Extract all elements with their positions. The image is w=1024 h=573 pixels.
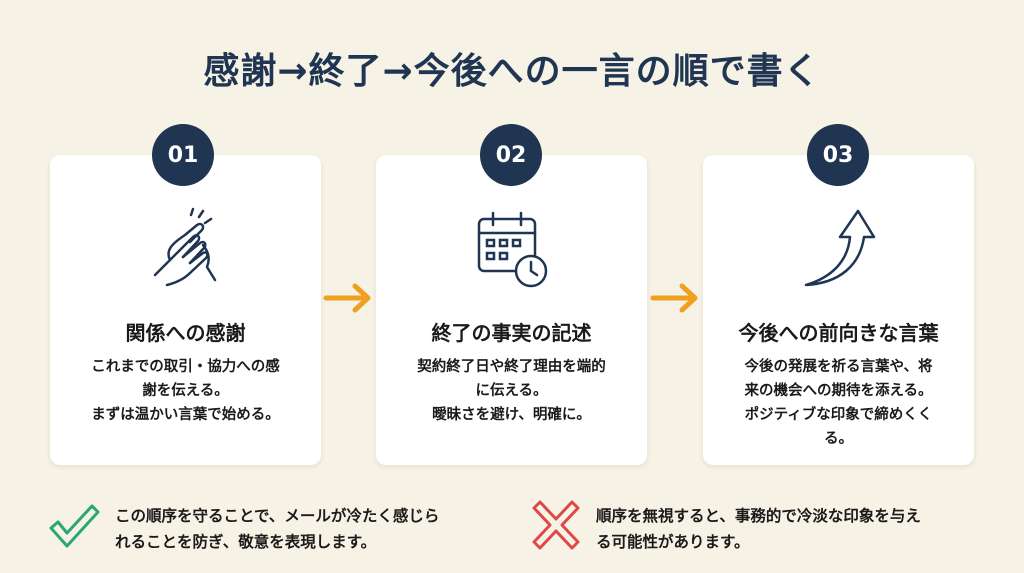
description-line: 契約終了日や終了理由を端的: [417, 359, 606, 375]
step-heading: 今後への前向きな言葉: [738, 321, 939, 345]
note-line: る可能性があります。: [596, 533, 750, 551]
step-number-badge: 01: [152, 124, 214, 186]
calendar-clock-icon: [477, 211, 548, 288]
page-title: 感謝→終了→今後への一言の順で書く: [203, 51, 821, 92]
step-heading: 関係への感謝: [125, 321, 246, 345]
description-line: 曖昧さを避け、明確に。: [432, 407, 591, 423]
step-description: 今後の発展を祈る言葉や、将 来の機会への期待を添える。 ポジティブな印象で締めく…: [713, 355, 964, 451]
description-line: 今後の発展を祈る言葉や、将: [744, 359, 933, 375]
arrow-right-icon: [323, 283, 371, 313]
step-heading: 終了の事実の記述: [431, 321, 592, 345]
description-line: これまでの取引・協力への感: [91, 359, 280, 375]
bad-practice-note: 順序を無視すると、事務的で冷淡な印象を与え る可能性があります。: [596, 503, 921, 555]
note-line: れることを防ぎ、敬意を表現します。: [115, 533, 377, 551]
check-icon: [49, 504, 100, 548]
note-line: この順序を守ることで、メールが冷たく感じら: [115, 507, 440, 525]
step-card-termination-fact: 終了の事実の記述 契約終了日や終了理由を端的 に伝える。 曖昧さを避け、明確に。: [376, 155, 647, 465]
cross-icon: [532, 500, 580, 550]
upward-arrow-icon: [804, 209, 876, 287]
step-description: 契約終了日や終了理由を端的 に伝える。 曖昧さを避け、明確に。: [386, 355, 637, 427]
good-practice-note: この順序を守ることで、メールが冷たく感じら れることを防ぎ、敬意を表現します。: [115, 503, 439, 555]
description-line: 来の機会への期待を添える。: [744, 383, 933, 399]
description-line: 謝を伝える。: [142, 383, 229, 399]
step-card-gratitude: 関係への感謝 これまでの取引・協力への感 謝を伝える。 まずは温かい言葉で始める…: [50, 155, 321, 465]
step-number-badge: 03: [807, 124, 869, 186]
step-description: これまでの取引・協力への感 謝を伝える。 まずは温かい言葉で始める。: [60, 355, 311, 427]
step-card-future-words: 今後への前向きな言葉 今後の発展を祈る言葉や、将 来の機会への期待を添える。 ポ…: [703, 155, 974, 465]
description-line: る。: [824, 431, 853, 447]
clapping-hands-icon: [153, 207, 217, 287]
note-line: 順序を無視すると、事務的で冷淡な印象を与え: [596, 507, 921, 525]
step-number-badge: 02: [480, 124, 542, 186]
arrow-right-icon: [650, 283, 698, 313]
description-line: ポジティブな印象で締めくく: [744, 407, 933, 423]
description-line: に伝える。: [475, 383, 548, 399]
description-line: まずは温かい言葉で始める。: [91, 407, 280, 423]
